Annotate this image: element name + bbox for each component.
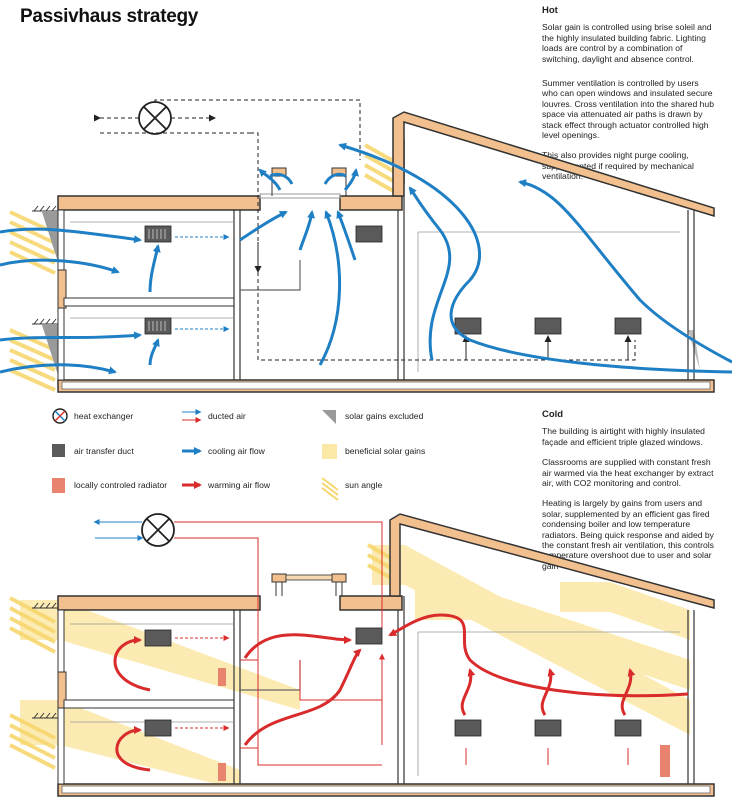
cooling-air-flows: [0, 142, 732, 375]
legend-cooling-air-flow: cooling air flow: [208, 446, 265, 456]
cold-paragraph-1: The building is airtight with highly ins…: [542, 426, 705, 447]
radiator-icon: [52, 478, 65, 493]
legend-ducted-air: ducted air: [208, 411, 246, 421]
sun-angle-icon: [321, 477, 339, 501]
cold-paragraph-3: Heating is largely by gains from users a…: [542, 498, 714, 571]
solar-excluded-wedge: [42, 212, 58, 262]
red-duct-lines: [174, 521, 629, 766]
legend-sun-angle: sun angle: [345, 480, 383, 490]
hot-paragraph-2: Summer ventilation is controlled by user…: [542, 78, 714, 141]
cold-section-drawing: [9, 513, 715, 797]
legend-solar-excluded: solar gains excluded: [345, 411, 424, 421]
sun-angle-rays-cold: [9, 543, 399, 770]
cold-heading: Cold: [542, 409, 564, 420]
legend-symbols: [52, 408, 339, 501]
air-transfer-duct-group: [144, 225, 642, 335]
legend-warming-air-flow: warming air flow: [208, 480, 271, 490]
hot-paragraph-1: Solar gain is controlled using brise sol…: [542, 22, 712, 64]
sun-angle-rays-mid: [9, 328, 56, 392]
roof-slab: [57, 195, 261, 211]
page-title: Passivhaus strategy: [20, 6, 199, 27]
beneficial-solar-icon: [322, 444, 337, 459]
legend-radiator: locally controled radiator: [74, 480, 168, 490]
hot-section: Hot Solar gain is controlled using brise…: [542, 5, 714, 192]
air-transfer-duct-icon: [52, 444, 65, 457]
cold-paragraph-2: Classrooms are supplied with constant fr…: [542, 457, 714, 489]
hot-paragraph-3: This also provides night purge cooling, …: [542, 150, 694, 182]
hot-section-drawing: [0, 99, 732, 393]
brise-soleil-hatch: [32, 205, 58, 325]
beneficial-solar-bands: [20, 545, 690, 790]
legend-air-transfer-duct: air transfer duct: [74, 446, 134, 456]
radiators: [218, 668, 670, 781]
warming-air-flows: [113, 613, 689, 772]
hot-heading: Hot: [542, 5, 558, 16]
legend-heat-exchanger: heat exchanger: [74, 411, 134, 421]
solar-excluded-icon: [322, 410, 336, 424]
cold-section: Cold The building is airtight with highl…: [542, 409, 714, 581]
legend-beneficial-solar: beneficial solar gains: [345, 446, 426, 456]
sun-angle-rays-roof: [364, 143, 396, 194]
sun-angle-rays-top: [9, 210, 56, 275]
